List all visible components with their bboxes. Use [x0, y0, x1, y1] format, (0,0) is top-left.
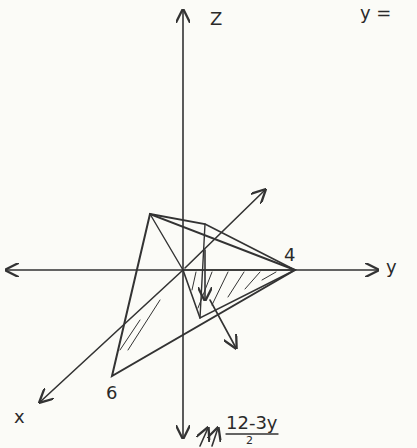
fraction-numerator: 12-3y: [226, 414, 278, 432]
axis-label: x: [14, 408, 25, 426]
equation-fragment: y =: [360, 4, 391, 22]
axis-label: y: [386, 258, 397, 276]
intercept-value: 4: [284, 246, 295, 264]
fraction-denominator: 2: [246, 435, 253, 446]
intercept-value: 6: [106, 384, 117, 402]
axis-label: Z: [210, 10, 222, 28]
